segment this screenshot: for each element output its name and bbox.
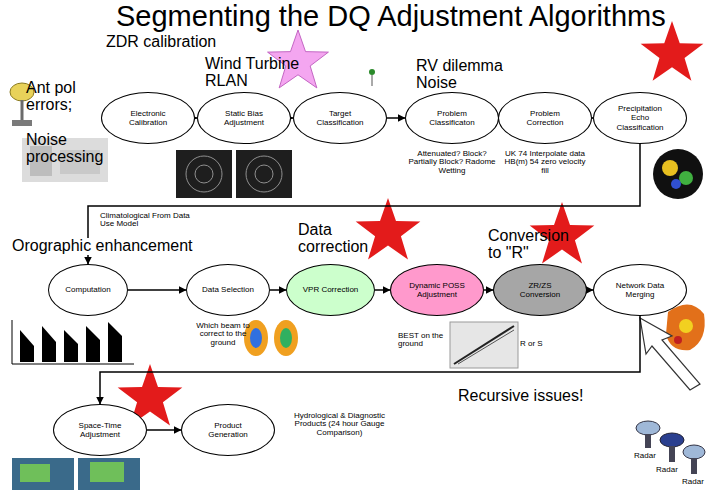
annotation-label: BEST on the ground [398,332,448,349]
process-ellipse: Network Data Merging [593,264,687,316]
flow-arrow [128,289,186,291]
node-text: Computation [65,285,110,294]
echo-image [653,149,703,199]
annotation-label: Radar [656,466,678,474]
network-radar-map [666,304,705,350]
process-ellipse: Problem Correction [498,92,592,144]
process-ellipse: Space-Time Adjustment [53,404,147,456]
node-text: Electronic Calibration [118,109,178,127]
process-ellipse: Product Generation [181,404,275,456]
node-text: VPR Correction [303,285,359,294]
annotation-label: Data correction [298,222,383,256]
scatter-plot [450,322,518,368]
annotation-label: Ant pol errors; [26,80,104,114]
pin-marker [369,69,375,75]
flow-arrow [375,289,390,291]
annotation-label: Hydrological & Diagnostic Products (24 h… [292,412,387,437]
node-text: ZR/ZS Conversion [510,281,570,299]
annotation-label: Conversion to "R" [488,228,573,262]
annotation-label: Climatological From Data Use Model [100,212,195,229]
node-text: Problem Correction [515,109,575,127]
node-text: Static Bias Adjustment [214,109,274,127]
node-text: Data Selection [202,285,254,294]
annotation-label: ZDR calibration [106,34,216,51]
process-ellipse: Precipitation Echo Classification [593,92,687,144]
flow-arrow [100,316,640,404]
annotation-label: Recursive issues! [458,388,583,405]
process-ellipse: VPR Correction [286,264,375,316]
process-ellipse: Electronic Calibration [101,92,195,144]
annotation-label: Which beam to correct to the ground [188,322,258,347]
pointer-arrow [640,318,700,390]
process-ellipse: Problem Classificaton [405,92,499,144]
annotation-label: UK 74 Interpolate data HB(m) 54 zero vel… [500,150,590,175]
process-ellipse: Dynamic POSS Adjustment [390,264,484,316]
diagram-title: Segmenting the DQ Adjustment Algorithms [116,1,666,33]
node-text: Space-Time Adjustment [70,421,130,439]
process-ellipse: Data Selection [186,264,270,316]
radar-screens [176,150,292,198]
node-text: Dynamic POSS Adjustment [407,281,467,299]
node-text: Precipitation Echo Classification [610,104,670,132]
height-chart [12,320,134,364]
node-text: Problem Classificaton [422,109,482,127]
annotation-label: RV dilemma Noise [416,58,511,92]
node-text: Target Classification [310,109,370,127]
node-text: Product Generation [198,421,258,439]
beam-images [244,320,298,356]
annotation-label: Noise processing [26,132,110,166]
annotation-label: R or S [520,340,543,348]
process-ellipse: Static Bias Adjustment [197,92,291,144]
annotation-label: Attenuated? Block? Partially Block? Rado… [407,150,497,175]
flow-arrow [270,289,286,291]
annotation-label: Wind Turbine RLAN [205,56,305,90]
flow-arrow [387,117,405,119]
process-ellipse: ZR/ZS Conversion [493,264,587,316]
space-time-images [12,458,140,490]
annotation-label: Orographic enhancement [10,238,195,255]
radar-icons [636,421,705,474]
annotation-label: Radar [682,478,704,486]
flow-arrow [147,429,181,431]
pin-stem [372,75,373,86]
annotation-label: Radar [634,452,656,460]
process-ellipse: Computation [48,264,128,316]
process-ellipse: Target Classification [293,92,387,144]
node-text: Network Data Merging [610,281,670,299]
flow-arrow [484,289,493,291]
